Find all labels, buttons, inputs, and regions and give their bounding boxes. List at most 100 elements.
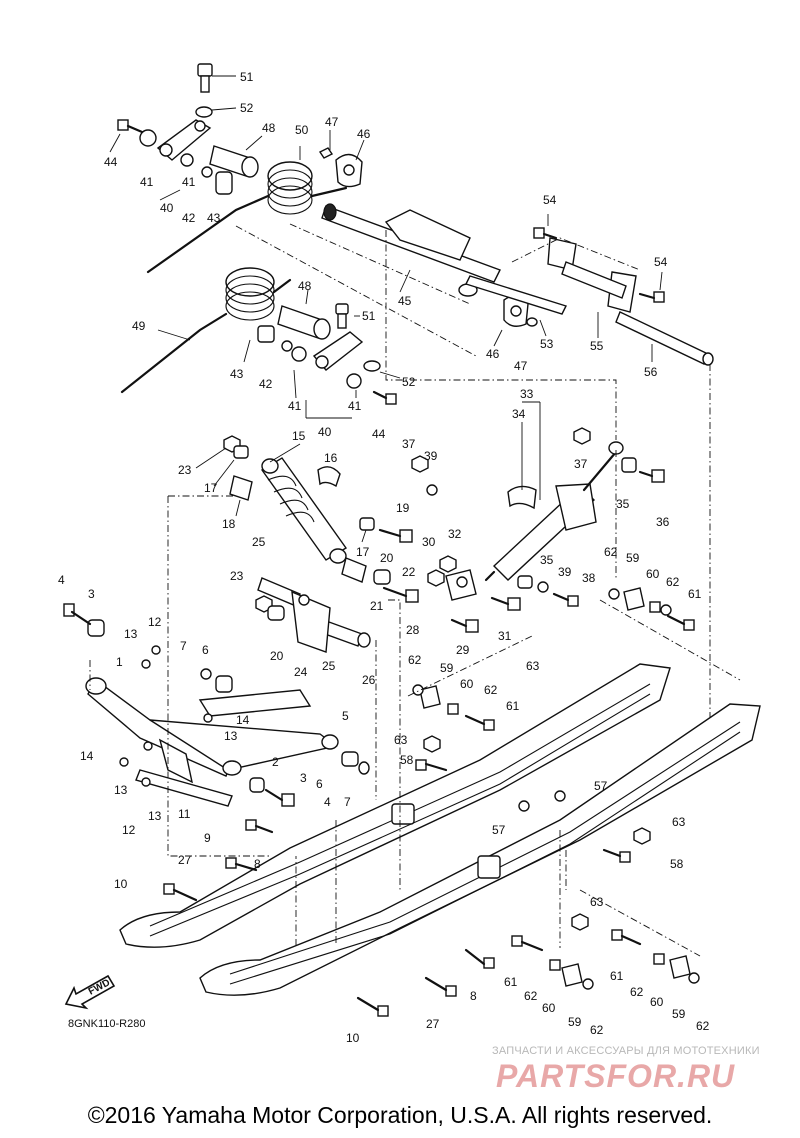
spring-50-upper xyxy=(146,161,348,274)
callout-number-63: 63 xyxy=(590,895,604,909)
callout-number-59: 59 xyxy=(626,551,640,565)
bolt-31 xyxy=(490,596,521,611)
callout-number-60: 60 xyxy=(542,1001,556,1015)
shock-absorber-33 xyxy=(484,441,624,582)
callout-number-62: 62 xyxy=(590,1023,604,1037)
callout-number-14: 14 xyxy=(80,749,94,763)
callout-number-26: 26 xyxy=(362,673,376,687)
copyright-notice: ©2016 Yamaha Motor Corporation, U.S.A. A… xyxy=(87,1102,713,1128)
callout-number-35: 35 xyxy=(540,553,554,567)
callout-number-51: 51 xyxy=(362,309,376,323)
washer-52-upper xyxy=(195,106,213,118)
clip-47-lower xyxy=(526,317,538,327)
callout-number-63: 63 xyxy=(526,659,540,673)
callout-number-41: 41 xyxy=(182,175,196,189)
callout-number-63: 63 xyxy=(394,733,408,747)
callout-number-12: 12 xyxy=(122,823,136,837)
callout-number-30: 30 xyxy=(422,535,436,549)
callout-number-18: 18 xyxy=(222,517,236,531)
callout-number-13: 13 xyxy=(124,627,138,641)
callout-number-61: 61 xyxy=(610,969,624,983)
callout-labels xyxy=(109,75,663,543)
collar-17 xyxy=(233,445,375,531)
callout-number-3: 3 xyxy=(88,587,95,601)
washer-42-lower xyxy=(281,340,293,352)
callout-number-46: 46 xyxy=(357,127,371,141)
arm-40-lower xyxy=(312,331,364,371)
collar-5-6-7 xyxy=(200,668,370,775)
callout-number-4: 4 xyxy=(324,795,331,809)
callout-number-41: 41 xyxy=(348,399,362,413)
callout-number-39: 39 xyxy=(558,565,572,579)
watermark-logo: PARTSFOR.RU xyxy=(496,1058,736,1094)
bushing-43-lower xyxy=(257,325,275,343)
callout-number-19: 19 xyxy=(396,501,410,515)
callout-number-60: 60 xyxy=(646,567,660,581)
callout-number-27: 27 xyxy=(178,853,192,867)
callout-number-40: 40 xyxy=(318,425,332,439)
callout-number-59: 59 xyxy=(568,1015,582,1029)
callout-number-54: 54 xyxy=(654,255,668,269)
collar-41-lower xyxy=(291,346,362,389)
callout-number-34: 34 xyxy=(512,407,526,421)
callout-number-47: 47 xyxy=(514,359,528,373)
collar-21 xyxy=(341,557,367,583)
callout-number-61: 61 xyxy=(504,975,518,989)
callout-number-15: 15 xyxy=(292,429,306,443)
callout-number-23: 23 xyxy=(178,463,192,477)
callout-number-57: 57 xyxy=(492,823,506,837)
collar-41-upper xyxy=(139,129,194,167)
bolt-22 xyxy=(382,586,419,603)
callout-number-27: 27 xyxy=(426,1017,440,1031)
callout-number-58: 58 xyxy=(670,857,684,871)
bolt-4 xyxy=(63,603,295,807)
callout-number-10: 10 xyxy=(346,1031,360,1045)
bushing-43-upper xyxy=(215,171,233,195)
callout-number-4: 4 xyxy=(58,573,65,587)
collar-48-lower xyxy=(277,305,331,340)
bolt-44-lower xyxy=(372,390,397,405)
bolt-44-upper xyxy=(117,119,144,134)
callout-number-25: 25 xyxy=(252,535,266,549)
callout-number-51: 51 xyxy=(240,70,254,84)
callout-number-2: 2 xyxy=(272,755,279,769)
callout-number-59: 59 xyxy=(440,661,454,675)
callout-number-14: 14 xyxy=(236,713,250,727)
callout-number-44: 44 xyxy=(104,155,118,169)
watermark-tagline: ЗАПЧАСТИ И АКСЕССУАРЫ ДЛЯ МОТОТЕХНИКИ xyxy=(492,1045,760,1057)
callout-number-36: 36 xyxy=(656,515,670,529)
nut-30-32 xyxy=(427,555,457,587)
collar-48-upper xyxy=(209,145,259,178)
callout-number-16: 16 xyxy=(324,451,338,465)
callout-number-62: 62 xyxy=(696,1019,710,1033)
callout-number-56: 56 xyxy=(644,365,658,379)
callout-number-48: 48 xyxy=(262,121,276,135)
callout-number-53: 53 xyxy=(540,337,554,351)
callout-numbers: 51 52 48 50 47 46 44 41 41 40 42 43 54 5… xyxy=(58,70,710,1045)
bolts-8-10-27-61 xyxy=(163,592,695,1017)
front-arm-1 xyxy=(85,677,339,777)
callout-number-44: 44 xyxy=(372,427,386,441)
callout-number-32: 32 xyxy=(448,527,462,541)
callout-number-45: 45 xyxy=(398,294,412,308)
callout-number-5: 5 xyxy=(342,709,349,723)
slider-58-63 xyxy=(391,735,651,931)
callout-number-17: 17 xyxy=(356,545,370,559)
bracket-11 xyxy=(158,738,193,784)
callout-number-6: 6 xyxy=(202,643,209,657)
callout-number-9: 9 xyxy=(204,831,211,845)
callout-number-12: 12 xyxy=(148,615,162,629)
callout-number-55: 55 xyxy=(590,339,604,353)
stopper-46-upper xyxy=(335,153,363,188)
callout-number-63: 63 xyxy=(672,815,686,829)
callout-number-59: 59 xyxy=(672,1007,686,1021)
callout-number-20: 20 xyxy=(380,551,394,565)
callout-number-20: 20 xyxy=(270,649,284,663)
block-28 xyxy=(445,569,477,601)
callout-number-31: 31 xyxy=(498,629,512,643)
callout-number-42: 42 xyxy=(259,377,273,391)
callout-number-43: 43 xyxy=(207,211,221,225)
wheel-kit-59-62 xyxy=(412,587,700,990)
callout-number-60: 60 xyxy=(460,677,474,691)
